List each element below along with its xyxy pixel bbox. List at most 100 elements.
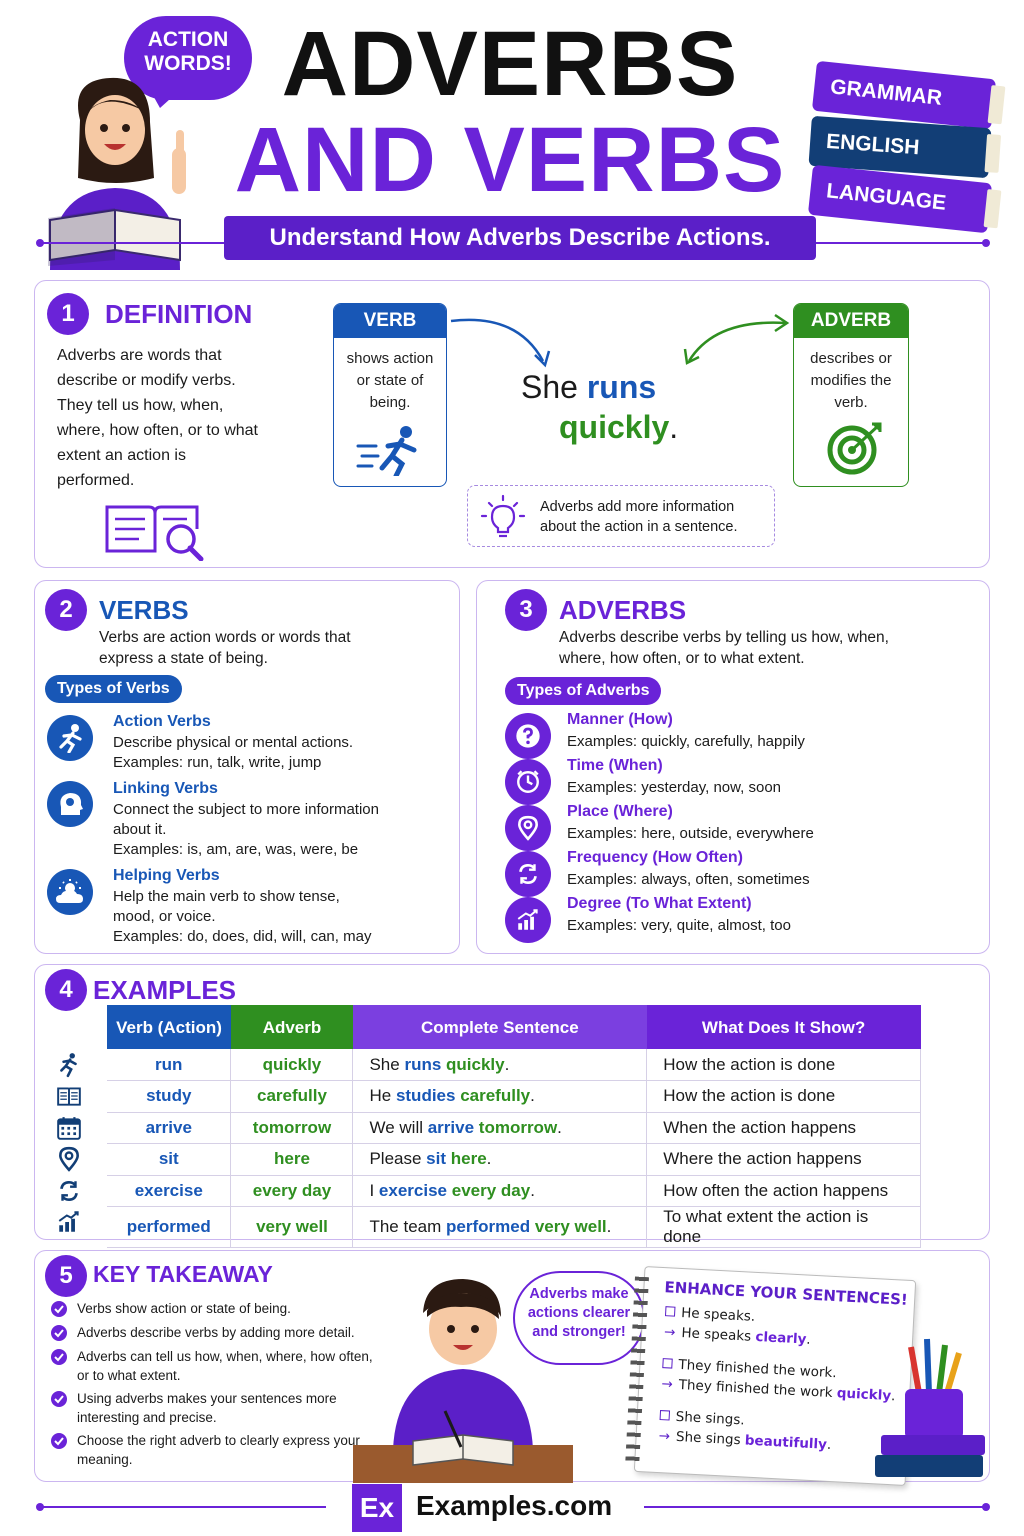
running-person-icon [47,715,93,761]
enhanced-text: He speaks [681,1325,756,1345]
action-words-bubble: ACTION WORDS! [124,16,252,100]
definition-card: 1 DEFINITION Adverbs are words that desc… [34,280,990,568]
sentence-verb: runs [404,1054,442,1074]
sentence-cell: Please sit here. [352,1143,648,1176]
arrow-right-icon: → [658,1428,671,1445]
header-right-dot [982,239,990,247]
bubble-text: Adverbs make actions clearer and stronge… [527,1286,631,1340]
books-stack: GRAMMAR ENGLISH LANGUAGE [807,60,1010,234]
checkbox-icon [662,1358,673,1369]
lightbulb-icon [480,494,526,538]
sentence-verb: performed [446,1217,531,1236]
verb-cell: performed [107,1206,232,1248]
book-search-icon [105,505,204,561]
enhanced-adverb: clearly [754,1328,807,1348]
sentence-end: . [530,1086,535,1106]
enhanced-text: They finished the work [678,1376,838,1402]
types-of-adverbs-pill: Types of Adverbs [505,677,662,705]
sentence-verb: exercise [378,1180,447,1200]
sentence-text: Please [369,1149,427,1169]
section-number-4: 4 [45,969,87,1011]
bar-chart-icon [49,1207,89,1239]
table-row-icons [49,1049,89,1238]
tip-text: Adverbs add more information about the a… [540,499,738,535]
linking-verbs-title: Linking Verbs [113,780,218,797]
sentence-adverb: carefully [460,1086,531,1106]
footer-right-dot [982,1503,990,1511]
subtitle-banner: Understand How Adverbs Describe Actions. [224,216,816,260]
check-icon [51,1433,67,1449]
examples-heading: EXAMPLES [93,975,237,1005]
types-of-verbs-pill: Types of Verbs [45,675,182,703]
location-pin-icon [49,1144,89,1176]
girl-reading-illustration [48,77,186,270]
plain-text: She sings. [675,1408,746,1429]
verb-box: VERB shows action or state of being. [333,303,447,487]
verb-box-label: VERB [334,304,446,338]
shows-cell: To what extent the action is done [646,1206,921,1248]
helping-verbs-examples: Examples: do, does, did, will, can, may [113,928,372,945]
footer-left-line [40,1506,326,1508]
verb-box-text: shows action or state of being. [346,350,434,411]
verb-arrow [450,318,551,368]
adverb-type-title: Degree (To What Extent) [567,895,752,912]
takeaway-speech-bubble: Adverbs make actions clearer and stronge… [513,1271,645,1365]
check-icon [51,1301,67,1317]
verb-cell: study [107,1080,232,1113]
column-header-adverb: Adverb [230,1005,353,1049]
sentence-text: He [369,1086,396,1106]
shows-cell: Where the action happens [646,1143,921,1176]
helping-verbs-title: Helping Verbs [113,867,220,884]
repeat-icon [49,1175,89,1207]
adverb-type-examples: Examples: very, quite, almost, too [567,917,791,934]
header-right-line [816,242,984,244]
calendar-icon [49,1112,89,1144]
verbs-heading: VERBS [99,595,189,625]
location-pin-icon [505,805,551,851]
sentence-end: . [486,1149,492,1169]
head-gear-icon [47,781,93,827]
footer-left-dot [36,1503,44,1511]
column-header-shows: What Does It Show? [646,1005,921,1049]
adverb-type-examples: Examples: quickly, carefully, happily [567,733,805,750]
bubble-tail [150,90,180,108]
adverb-type-examples: Examples: here, outside, everywhere [567,825,814,842]
takeaway-item: Choose the right adverb to clearly expre… [77,1433,360,1467]
sentence-adverb: very well [534,1217,607,1236]
sentence-adverb: every day [451,1180,531,1200]
plain-text: He speaks. [680,1305,756,1325]
sentence-text: She [369,1054,405,1074]
adverb-box-label: ADVERB [794,304,908,338]
pencil-cup-and-books [875,1338,985,1477]
sentence-text: We will [369,1117,428,1137]
section-number-3: 3 [505,589,547,631]
shows-cell: How the action is done [646,1049,921,1081]
example-sentence-line-1: She runs [521,369,656,406]
adverb-type-examples: Examples: yesterday, now, soon [567,779,781,796]
notebook-title: ENHANCE YOUR SENTENCES! [664,1278,909,1309]
sentence-cell: He studies carefully. [352,1080,648,1113]
takeaway-item: Verbs show action or state of being. [77,1301,291,1316]
verb-cell: run [107,1049,232,1081]
book-icon [49,1081,89,1113]
takeaway-item: Adverbs can tell us how, when, where, ho… [77,1349,373,1383]
question-icon [505,713,551,759]
sentence-adverb: here [450,1149,487,1169]
takeaway-heading: KEY TAKEAWAY [93,1261,273,1287]
takeaway-card: 5 KEY TAKEAWAY Verbs show action or stat… [34,1250,990,1486]
takeaway-item: Using adverbs makes your sentences more … [77,1391,337,1425]
notebook: ENHANCE YOUR SENTENCES! He speaks.→He sp… [625,1266,917,1486]
sentence-cell: I exercise every day. [352,1175,648,1207]
checkbox-icon [664,1306,676,1317]
notebook-enhanced-sentence: →He speaks clearly. [664,1324,811,1348]
sentence-end: . [669,409,679,445]
footer-site-name[interactable]: Examples.com [416,1490,613,1521]
verbs-card: 2 VERBS Verbs are action words or words … [34,580,460,954]
adverb-cell: carefully [230,1080,354,1113]
target-icon [827,422,882,475]
